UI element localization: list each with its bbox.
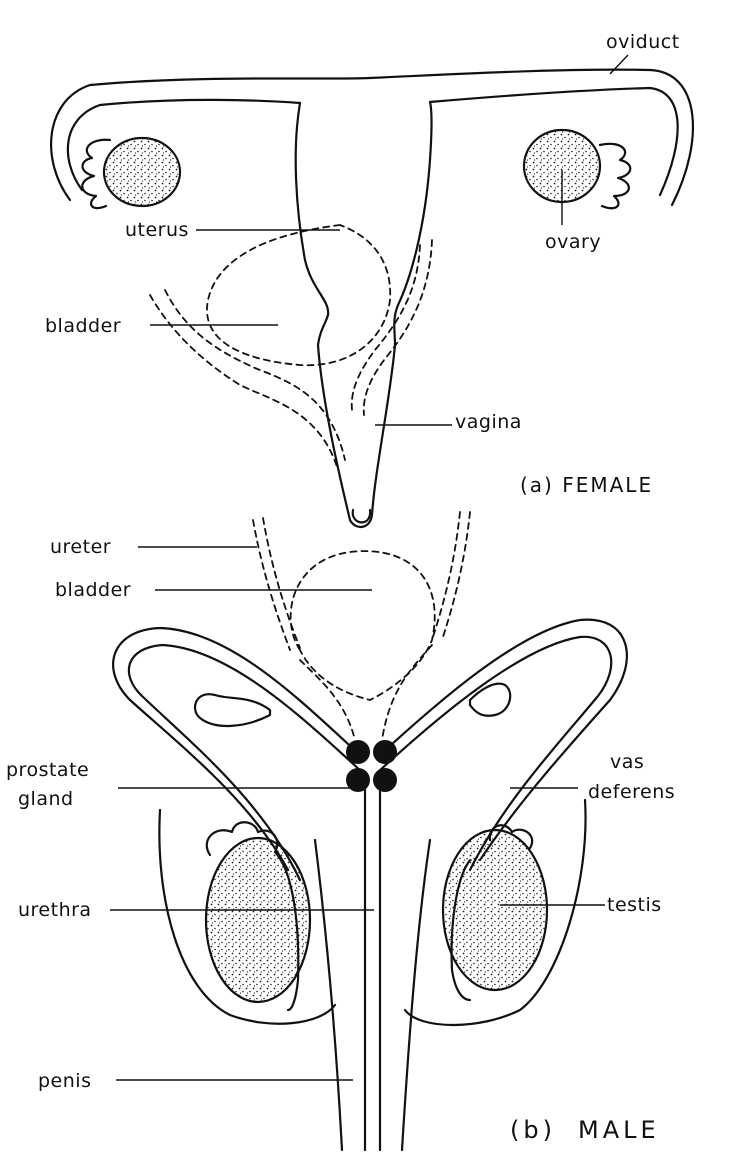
right-ureter-2 bbox=[442, 512, 470, 640]
female-urethra-dashed bbox=[150, 295, 338, 470]
female-bladder bbox=[207, 225, 390, 365]
vas-deferens-label-line1: vas bbox=[610, 751, 644, 773]
prostate-lower-right bbox=[373, 768, 397, 792]
left-ovary bbox=[104, 138, 180, 206]
vagina-label: vagina bbox=[455, 411, 522, 433]
penis-outline bbox=[315, 840, 430, 1150]
left-seminal-vesicle bbox=[195, 694, 270, 726]
male-bladder-neck-2 bbox=[382, 645, 432, 740]
female-urethra-dashed-2 bbox=[165, 290, 345, 460]
left-testis bbox=[206, 838, 310, 1002]
urethra-label: urethra bbox=[18, 899, 92, 921]
female-bladder-label: bladder bbox=[45, 315, 121, 337]
ureter-label: ureter bbox=[50, 536, 111, 558]
male-caption-letter: (b) bbox=[510, 1116, 556, 1144]
uterus-outline bbox=[296, 102, 432, 527]
left-ureter bbox=[253, 520, 290, 650]
male-bladder bbox=[291, 551, 435, 700]
vaginal-opening bbox=[353, 510, 370, 522]
male-bladder-label: bladder bbox=[55, 579, 131, 601]
prostate-upper-right bbox=[373, 740, 397, 764]
oviduct-label: oviduct bbox=[606, 31, 680, 53]
uterus-label: uterus bbox=[125, 219, 189, 241]
prostate-label-line2: gland bbox=[18, 788, 74, 810]
male-bladder-neck bbox=[300, 660, 355, 740]
ovary-label: ovary bbox=[545, 231, 601, 253]
penis-label: penis bbox=[38, 1070, 91, 1092]
right-fimbriae bbox=[600, 144, 630, 208]
prostate-upper-left bbox=[346, 740, 370, 764]
male-diagram: ureter bladder prostate gland vas defere… bbox=[6, 512, 675, 1150]
prostate-label-line1: prostate bbox=[6, 759, 89, 781]
testis-label: testis bbox=[607, 894, 662, 916]
female-caption: (a) FEMALE bbox=[520, 473, 653, 497]
right-ureter bbox=[432, 512, 460, 640]
left-vas-deferens-outer bbox=[113, 628, 360, 870]
oviduct-leader bbox=[610, 55, 628, 74]
female-diagram: oviduct uterus ovary bladder vagina (a) … bbox=[45, 31, 693, 527]
vas-deferens-label-line2: deferens bbox=[588, 781, 675, 803]
female-ureter-dashed-2 bbox=[364, 240, 432, 415]
male-caption-word: MALE bbox=[578, 1116, 660, 1144]
right-testis bbox=[443, 830, 547, 990]
urethra-tube bbox=[365, 790, 380, 1150]
right-vas-deferens-outer bbox=[380, 620, 627, 860]
